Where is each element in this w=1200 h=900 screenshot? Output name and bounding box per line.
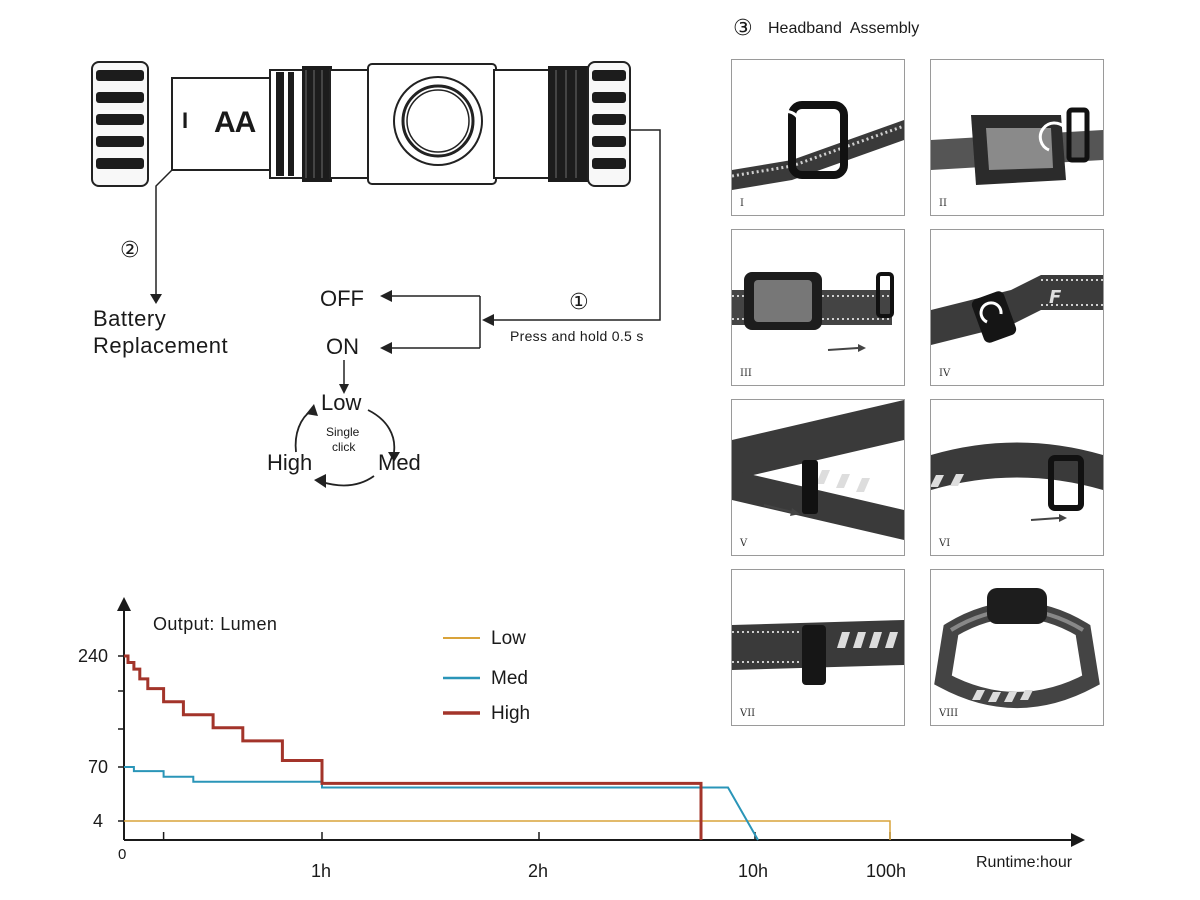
headband-step-7: VII — [731, 569, 905, 726]
headband-step-numeral: I — [740, 198, 744, 209]
headband-step-numeral: V — [740, 538, 748, 549]
headband-step-3-illustration — [732, 272, 894, 352]
thread-ring-left — [269, 69, 305, 179]
headband-step-1: I — [731, 59, 905, 216]
press-hold-label: Press and hold 0.5 s — [510, 328, 644, 344]
cycle-head-low — [306, 404, 318, 416]
step-2-number: ② — [120, 238, 140, 263]
x-tick-label: 10h — [738, 861, 769, 881]
on-low-arrow-head — [339, 384, 349, 394]
headband-step-2: II — [930, 59, 1104, 216]
lens-circle — [393, 76, 483, 166]
headband-assembly-title: Headband Assembly — [768, 20, 920, 37]
headband-step-numeral: III — [740, 368, 752, 379]
headband-step-numeral: II — [939, 198, 947, 209]
grip-ring-left — [302, 66, 332, 182]
headband-step-6-illustration — [931, 442, 1103, 522]
grip-ring-right — [548, 66, 590, 182]
headband-step-3: III — [731, 229, 905, 386]
headband-step-4: F IV — [930, 229, 1104, 386]
mode-off: OFF — [320, 286, 364, 311]
svg-text:F: F — [1049, 287, 1062, 308]
x-tick-label: 100h — [866, 861, 907, 881]
series-line-low — [124, 820, 891, 840]
headband-step-numeral: VIII — [939, 708, 959, 719]
battery-replacement-line2: Replacement — [93, 333, 229, 358]
x-axis-arrow — [1071, 833, 1085, 847]
chart-title: Output: Lumen — [153, 614, 278, 634]
switch-line — [388, 129, 661, 349]
headband-step-numeral: VI — [939, 538, 951, 549]
legend-med: Med — [491, 668, 528, 689]
x-tick-label: 1h — [311, 861, 332, 881]
mode-on: ON — [326, 334, 359, 359]
battery-mark: I — [182, 108, 189, 133]
legend-low: Low — [491, 628, 526, 649]
off-arrow-head — [380, 290, 392, 302]
x-tick-label: 0 — [118, 846, 127, 863]
battery-arrow — [155, 169, 173, 296]
mode-low: Low — [321, 390, 362, 415]
headband-step-7-illustration — [732, 620, 904, 685]
switch-arrow-head — [482, 314, 494, 326]
headband-step-numeral: IV — [939, 368, 951, 379]
cycle-head-med — [388, 452, 400, 462]
series-line-med — [124, 766, 759, 841]
y-axis-arrow — [117, 597, 131, 611]
y-tick-label: 4 — [93, 811, 104, 831]
cycle-text-line1: Single — [326, 425, 360, 439]
battery-label: AA — [214, 106, 256, 139]
legend-high: High — [491, 703, 531, 724]
headband-step-4-illustration: F — [931, 275, 1103, 345]
headband-step-5-illustration — [732, 400, 904, 540]
switch-cap — [587, 61, 631, 187]
tail-cap — [91, 61, 149, 187]
on-arrow-head — [380, 342, 392, 354]
mode-med: Med — [378, 450, 421, 475]
headband-step-2-illustration — [931, 107, 1103, 185]
cycle-head-high — [314, 474, 326, 488]
headband-step-5: V — [731, 399, 905, 556]
headband-step-numeral: VII — [740, 708, 756, 719]
headband-step-8: VIII — [930, 569, 1104, 726]
battery-replacement-line1: Battery — [93, 306, 167, 331]
y-tick-label: 70 — [88, 757, 109, 777]
mode-high: High — [267, 450, 313, 475]
x-tick-label: 2h — [528, 861, 549, 881]
series-line-high — [124, 654, 703, 840]
battery-tube — [171, 77, 273, 171]
headband-step-6: VI — [930, 399, 1104, 556]
battery-arrow-head — [150, 294, 162, 304]
step-3-number: ③ — [733, 16, 753, 41]
cycle-text-line2: click — [332, 440, 356, 454]
chart-xlabel: Runtime:hour — [976, 854, 1073, 871]
headband-step-1-illustration — [732, 101, 904, 190]
step-1-number: ① — [569, 290, 589, 315]
headband-step-8-illustration — [934, 588, 1100, 708]
y-tick-label: 240 — [78, 646, 109, 666]
